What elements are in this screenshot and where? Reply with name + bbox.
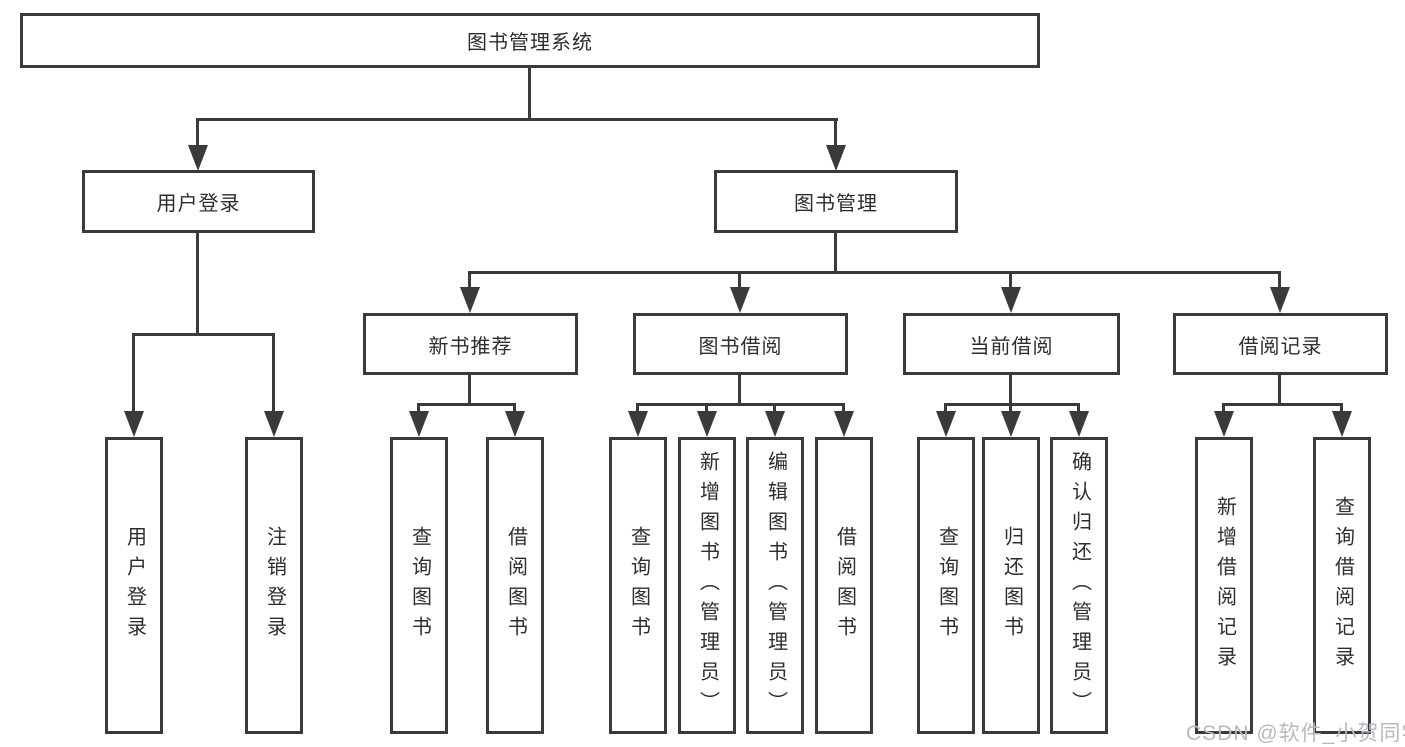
node-label: 编辑图书（管理员） (764, 450, 787, 721)
node-label: 用户登录 (156, 193, 241, 215)
leaf-borrow-books: 借阅图书 (815, 437, 873, 734)
leaf-edit-book-admin: 编辑图书（管理员） (746, 437, 804, 734)
connector-stub (834, 120, 837, 152)
arrow-down-icon (834, 411, 854, 437)
arrow-down-icon (730, 287, 750, 313)
leaf-borrow-books-recommend: 借阅图书 (486, 437, 544, 734)
arrow-down-icon (1001, 411, 1021, 437)
node-library-management-system: 图书管理系统 (20, 13, 1040, 68)
arrow-down-icon (1214, 411, 1234, 437)
arrow-down-icon (460, 287, 480, 313)
node-current-borrowing: 当前借阅 (903, 313, 1120, 375)
node-new-book-recommend: 新书推荐 (363, 313, 578, 375)
arrow-down-icon (628, 411, 648, 437)
node-label: 归还图书 (1000, 525, 1023, 646)
connector-stub (132, 335, 135, 417)
node-book-management: 图书管理 (714, 170, 958, 233)
arrow-down-icon (826, 145, 846, 171)
node-label: 当前借阅 (969, 335, 1054, 358)
node-label: 新书推荐 (428, 335, 513, 358)
node-borrowing-records: 借阅记录 (1173, 313, 1388, 375)
connector-stub (468, 273, 471, 295)
node-label: 查询图书 (408, 525, 431, 646)
node-label: 借阅图书 (833, 525, 856, 646)
connector-bus (636, 403, 845, 406)
node-label: 借阅记录 (1238, 335, 1323, 358)
connector-stub (272, 335, 275, 417)
arrow-down-icon (697, 411, 717, 437)
arrow-down-icon (124, 411, 144, 437)
node-label: 查询图书 (935, 525, 958, 646)
leaf-query-borrow-record: 查询借阅记录 (1313, 437, 1371, 734)
connector-level2-bus (196, 118, 838, 121)
connector-userlogin-drop (196, 233, 199, 336)
leaf-return-books: 归还图书 (982, 437, 1040, 734)
node-label: 借阅图书 (504, 525, 527, 646)
node-label: 图书管理 (794, 193, 878, 215)
connector-level3-bus (468, 271, 1281, 274)
connector-bookmgmt-drop (834, 233, 837, 274)
leaf-add-book-admin: 新增图书（管理员） (678, 437, 736, 734)
leaf-query-books-current: 查询图书 (917, 437, 975, 734)
connector-drop (1278, 375, 1281, 406)
connector-stub (196, 120, 199, 152)
node-label: 图书借阅 (698, 335, 783, 358)
connector-drop (1009, 375, 1012, 406)
leaf-add-borrow-record: 新增借阅记录 (1195, 437, 1253, 734)
leaf-query-books-borrow: 查询图书 (609, 437, 667, 734)
connector-bus (417, 403, 516, 406)
leaf-query-books-recommend: 查询图书 (390, 437, 448, 734)
node-label: 查询借阅记录 (1331, 495, 1354, 676)
arrow-down-icon (505, 411, 525, 437)
node-label: 用户登录 (123, 525, 146, 646)
leaf-logout: 注销登录 (245, 437, 303, 734)
arrow-down-icon (936, 411, 956, 437)
arrow-down-icon (264, 411, 284, 437)
node-user-login: 用户登录 (82, 170, 315, 233)
leaf-confirm-return-admin: 确认归还（管理员） (1050, 437, 1108, 734)
csdn-watermark: CSDN @软件_小贺同学 (1186, 722, 1405, 745)
arrow-down-icon (188, 145, 208, 171)
arrow-down-icon (765, 411, 785, 437)
connector-userlogin-bus (132, 333, 275, 336)
arrow-down-icon (1001, 287, 1021, 313)
arrow-down-icon (409, 411, 429, 437)
connector-stub (1278, 273, 1281, 295)
arrow-down-icon (1270, 287, 1290, 313)
connector-bus (1222, 403, 1343, 406)
connector-drop (738, 375, 741, 406)
node-label: 图书管理系统 (467, 32, 593, 54)
node-label: 新增借阅记录 (1213, 495, 1236, 676)
arrow-down-icon (1332, 411, 1352, 437)
connector-bus (944, 403, 1080, 406)
connector-drop (468, 375, 471, 406)
node-label: 确认归还（管理员） (1068, 450, 1091, 721)
arrow-down-icon (1069, 411, 1089, 437)
node-label: 查询图书 (627, 525, 650, 646)
leaf-user-login: 用户登录 (105, 437, 163, 734)
connector-stub (1009, 273, 1012, 295)
node-book-borrowing: 图书借阅 (633, 313, 848, 375)
connector-stub (738, 273, 741, 295)
node-label: 注销登录 (263, 525, 286, 646)
connector-root-drop (528, 68, 531, 121)
node-label: 新增图书（管理员） (696, 450, 719, 721)
